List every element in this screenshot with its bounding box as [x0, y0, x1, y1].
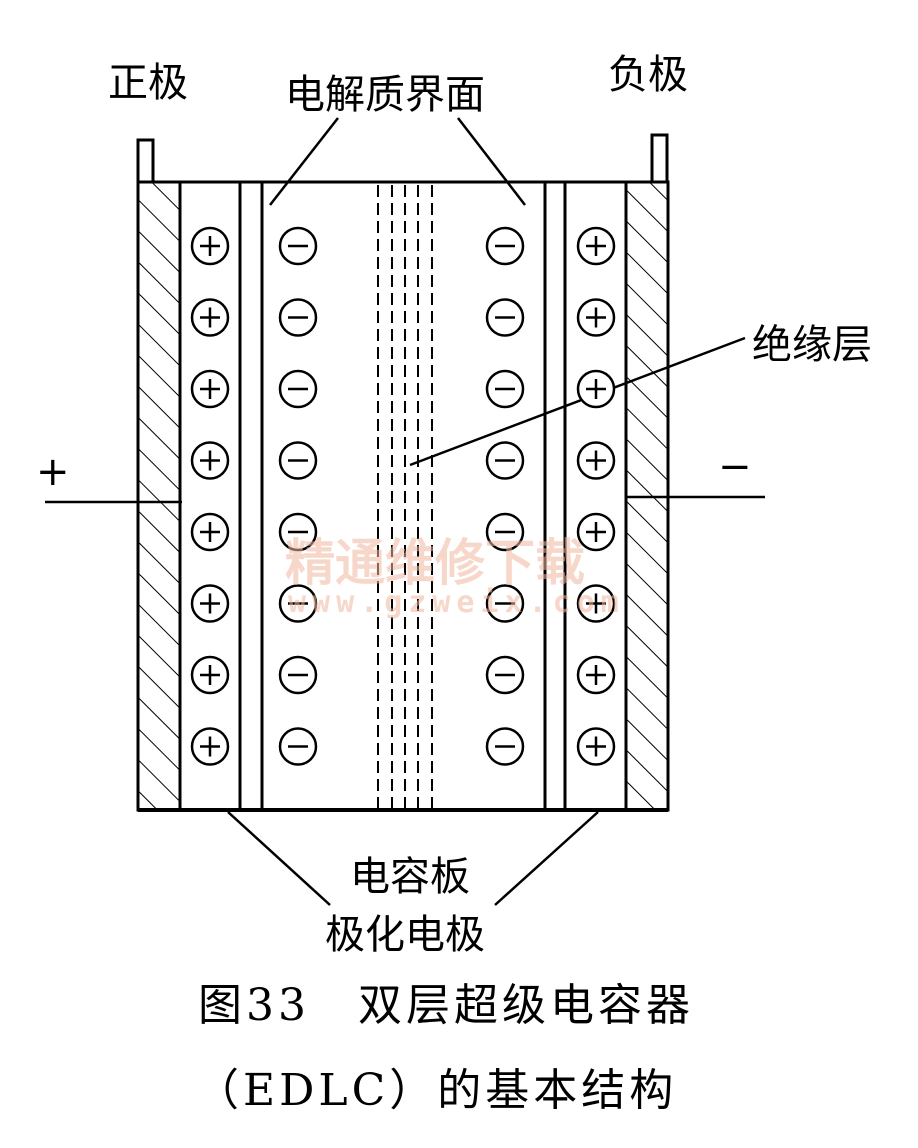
positive-ion	[576, 369, 616, 409]
negative-ion	[485, 226, 525, 266]
negative-ion	[485, 441, 525, 480]
interface-leader-left	[269, 117, 339, 206]
insulating-leader	[409, 336, 746, 467]
negative-ion	[485, 298, 525, 337]
plate-leader-left	[227, 811, 331, 906]
positive-ion	[576, 512, 616, 552]
positive-ion	[576, 298, 616, 337]
positive-ion	[576, 584, 616, 623]
positive-electrode-label: 正极	[108, 60, 188, 106]
negative-ion	[278, 655, 318, 695]
negative-ion	[485, 369, 525, 409]
positive-ion	[190, 512, 230, 552]
positive-ion	[190, 727, 230, 766]
watermark-text: 精通维修下载	[285, 534, 585, 592]
left-plates	[238, 182, 264, 810]
positive-ion	[190, 226, 230, 266]
positive-ion	[190, 369, 230, 409]
positive-ion	[576, 441, 616, 480]
right-case-wall	[624, 133, 670, 812]
interface-leader-right	[457, 117, 526, 206]
positive-ion	[576, 655, 616, 695]
left-case-wall	[136, 138, 182, 812]
positive-ion	[576, 727, 616, 766]
insulating-layer-label: 绝缘层	[752, 322, 872, 368]
plate-leader-right	[494, 811, 599, 906]
ion-columns	[190, 226, 616, 766]
negative-ion	[278, 298, 318, 337]
positive-ion	[190, 441, 230, 480]
negative-ion	[485, 512, 525, 552]
positive-terminal-sign: +	[36, 449, 70, 495]
positive-ion	[576, 226, 616, 266]
negative-ion	[278, 727, 318, 766]
polarized-electrode-label: 极化电极	[325, 912, 485, 958]
negative-ion	[278, 512, 318, 552]
right-plates	[543, 182, 567, 810]
negative-electrode-label: 负极	[608, 52, 688, 98]
insulating-separator	[377, 185, 433, 808]
caption-line-2: （EDLC）的基本结构	[195, 1065, 677, 1116]
negative-ion	[278, 441, 318, 480]
watermark-url: www.gzweix.com	[288, 585, 625, 620]
positive-ion	[190, 584, 230, 623]
positive-ion	[190, 298, 230, 337]
negative-ion	[485, 584, 525, 623]
electrolyte-interface-label: 电解质界面	[285, 72, 485, 118]
caption-line-1: 图33 双层超级电容器	[198, 980, 694, 1031]
negative-ion	[278, 369, 318, 409]
negative-terminal-sign: −	[718, 444, 752, 490]
negative-ion	[278, 226, 318, 266]
positive-ion	[190, 655, 230, 695]
negative-ion	[485, 655, 525, 695]
negative-ion	[485, 727, 525, 766]
negative-ion	[278, 584, 318, 623]
capacitor-plate-label: 电容板	[350, 854, 470, 900]
